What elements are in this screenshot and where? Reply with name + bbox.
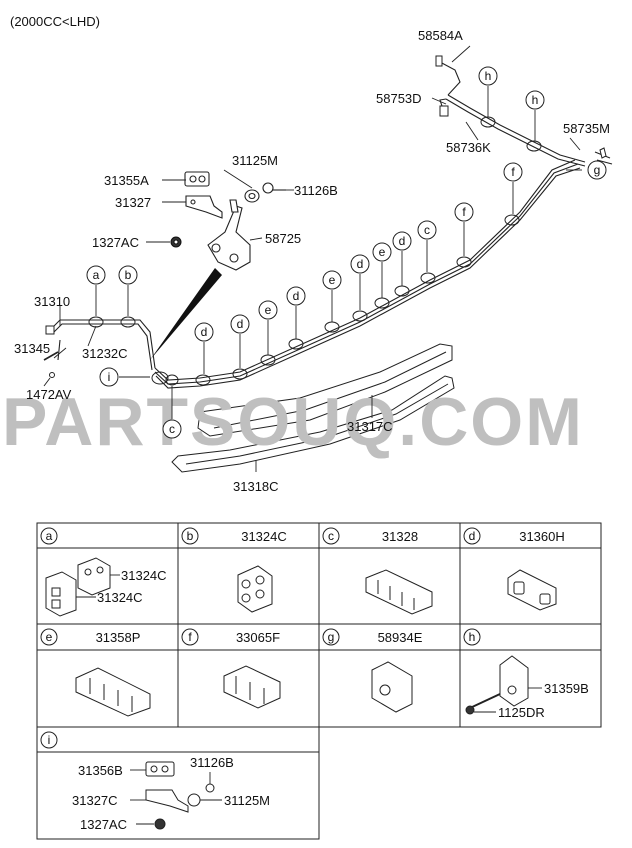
label-1472AV: 1472AV	[26, 387, 72, 402]
callout-h1: h	[485, 69, 492, 83]
label-31327: 31327	[115, 195, 151, 210]
callout-e1: e	[379, 245, 386, 259]
callout-b: b	[125, 268, 132, 282]
cell-a-label-bottom: 31324C	[97, 590, 143, 605]
callout-h2: h	[532, 93, 539, 107]
cell-g-clip	[371, 661, 413, 713]
callout-letters: h h g f f c d e d e d e d d a b i c	[93, 69, 601, 436]
callout-d5: d	[201, 325, 208, 339]
cell-d-clip	[507, 569, 557, 611]
label-58753D: 58753D	[376, 91, 422, 106]
label-58584A: 58584A	[418, 28, 463, 43]
protector-31318C	[171, 375, 455, 473]
cell-i-parts	[145, 761, 215, 830]
table-letter-h: h	[469, 630, 476, 644]
label-31317C: 31317C	[347, 419, 393, 434]
table-part-g: 58934E	[378, 630, 423, 645]
cell-i-label-1327AC: 1327AC	[80, 817, 127, 832]
label-31318C: 31318C	[233, 479, 279, 494]
callout-c2: c	[169, 422, 175, 436]
callout-a: a	[93, 268, 100, 282]
cell-i-label-31126B: 31126B	[190, 755, 234, 770]
callout-f1: f	[511, 165, 515, 179]
callout-i: i	[108, 370, 111, 384]
callout-c1: c	[424, 223, 430, 237]
grommet-31125M	[244, 189, 260, 203]
cell-e-clip	[75, 667, 151, 717]
table-letter-d: d	[469, 529, 476, 543]
table-letter-f: f	[188, 630, 192, 644]
label-58736K: 58736K	[446, 140, 491, 155]
cell-b-clip	[237, 565, 273, 613]
label-31125M: 31125M	[232, 153, 278, 168]
leader-lines	[43, 45, 582, 472]
cell-a-leaders	[76, 574, 120, 598]
callout-e2: e	[329, 273, 336, 287]
bracket-58725	[207, 199, 251, 271]
connector-58584A	[435, 55, 607, 159]
callout-d4: d	[237, 317, 244, 331]
cell-h-label-clip: 31359B	[544, 681, 589, 696]
cell-a-clips	[45, 557, 111, 617]
label-1327AC: 1327AC	[92, 235, 139, 250]
line-clips	[88, 116, 542, 386]
table-part-e: 31358P	[96, 630, 141, 645]
table-part-numbers: 31324C 31328 31360H 31358P 33065F 58934E	[96, 529, 565, 645]
cell-i-label-31327C: 31327C	[72, 793, 118, 808]
callout-d1: d	[399, 234, 406, 248]
fuel-line-bundle	[49, 61, 613, 389]
cell-h-leaders	[474, 687, 542, 713]
cell-i-label-31125M: 31125M	[224, 793, 270, 808]
label-58735M: 58735M	[563, 121, 610, 136]
cell-c-clip	[365, 569, 433, 615]
part-labels: 58584A 58753D 58736K 58735M 31125M 31126…	[14, 28, 610, 494]
table-letter-a: a	[46, 529, 53, 543]
label-58725: 58725	[265, 231, 301, 246]
table-letter-e: e	[46, 630, 53, 644]
table-letter-c: c	[328, 529, 334, 543]
table-part-b: 31324C	[241, 529, 287, 544]
callouts	[86, 66, 607, 439]
watermark: PARTSOUQ.COM	[2, 384, 584, 460]
callout-d3: d	[293, 289, 300, 303]
parts-table	[36, 522, 602, 840]
table-part-c: 31328	[382, 529, 418, 544]
table-part-f: 33065F	[236, 630, 280, 645]
label-31232C: 31232C	[82, 346, 128, 361]
cell-i-label-31356B: 31356B	[78, 763, 123, 778]
table-part-d: 31360H	[519, 529, 565, 544]
cell-f-clip	[223, 665, 281, 709]
callout-e3: e	[265, 303, 272, 317]
clip-31327	[185, 195, 223, 219]
table-letter-i: i	[48, 733, 51, 747]
table-letters: a b c d e f g h i	[46, 529, 476, 747]
cell-h-label-bolt: 1125DR	[498, 705, 545, 720]
front-fittings	[43, 325, 59, 378]
label-31345: 31345	[14, 341, 50, 356]
nut-1327AC	[170, 236, 182, 248]
cell-i-leaders	[130, 769, 222, 825]
protector-31317C	[197, 343, 453, 437]
pin-31126B	[262, 182, 286, 194]
table-letter-circles	[40, 527, 481, 749]
table-letter-g: g	[328, 630, 335, 644]
diagram-title: (2000CC<LHD)	[10, 14, 100, 29]
label-31355A: 31355A	[104, 173, 149, 188]
callout-f2: f	[462, 205, 466, 219]
clip-31355A	[184, 171, 210, 187]
callout-g: g	[594, 163, 601, 177]
cell-h-clip	[465, 655, 529, 715]
label-31126B: 31126B	[294, 183, 338, 198]
detail-pointer	[150, 268, 222, 360]
callout-d2: d	[357, 257, 364, 271]
label-31310: 31310	[34, 294, 70, 309]
table-letter-b: b	[187, 529, 194, 543]
cell-a-label-top: 31324C	[121, 568, 167, 583]
cell-i-labels: 31356B 31126B 31327C 31125M 1327AC	[72, 755, 270, 832]
